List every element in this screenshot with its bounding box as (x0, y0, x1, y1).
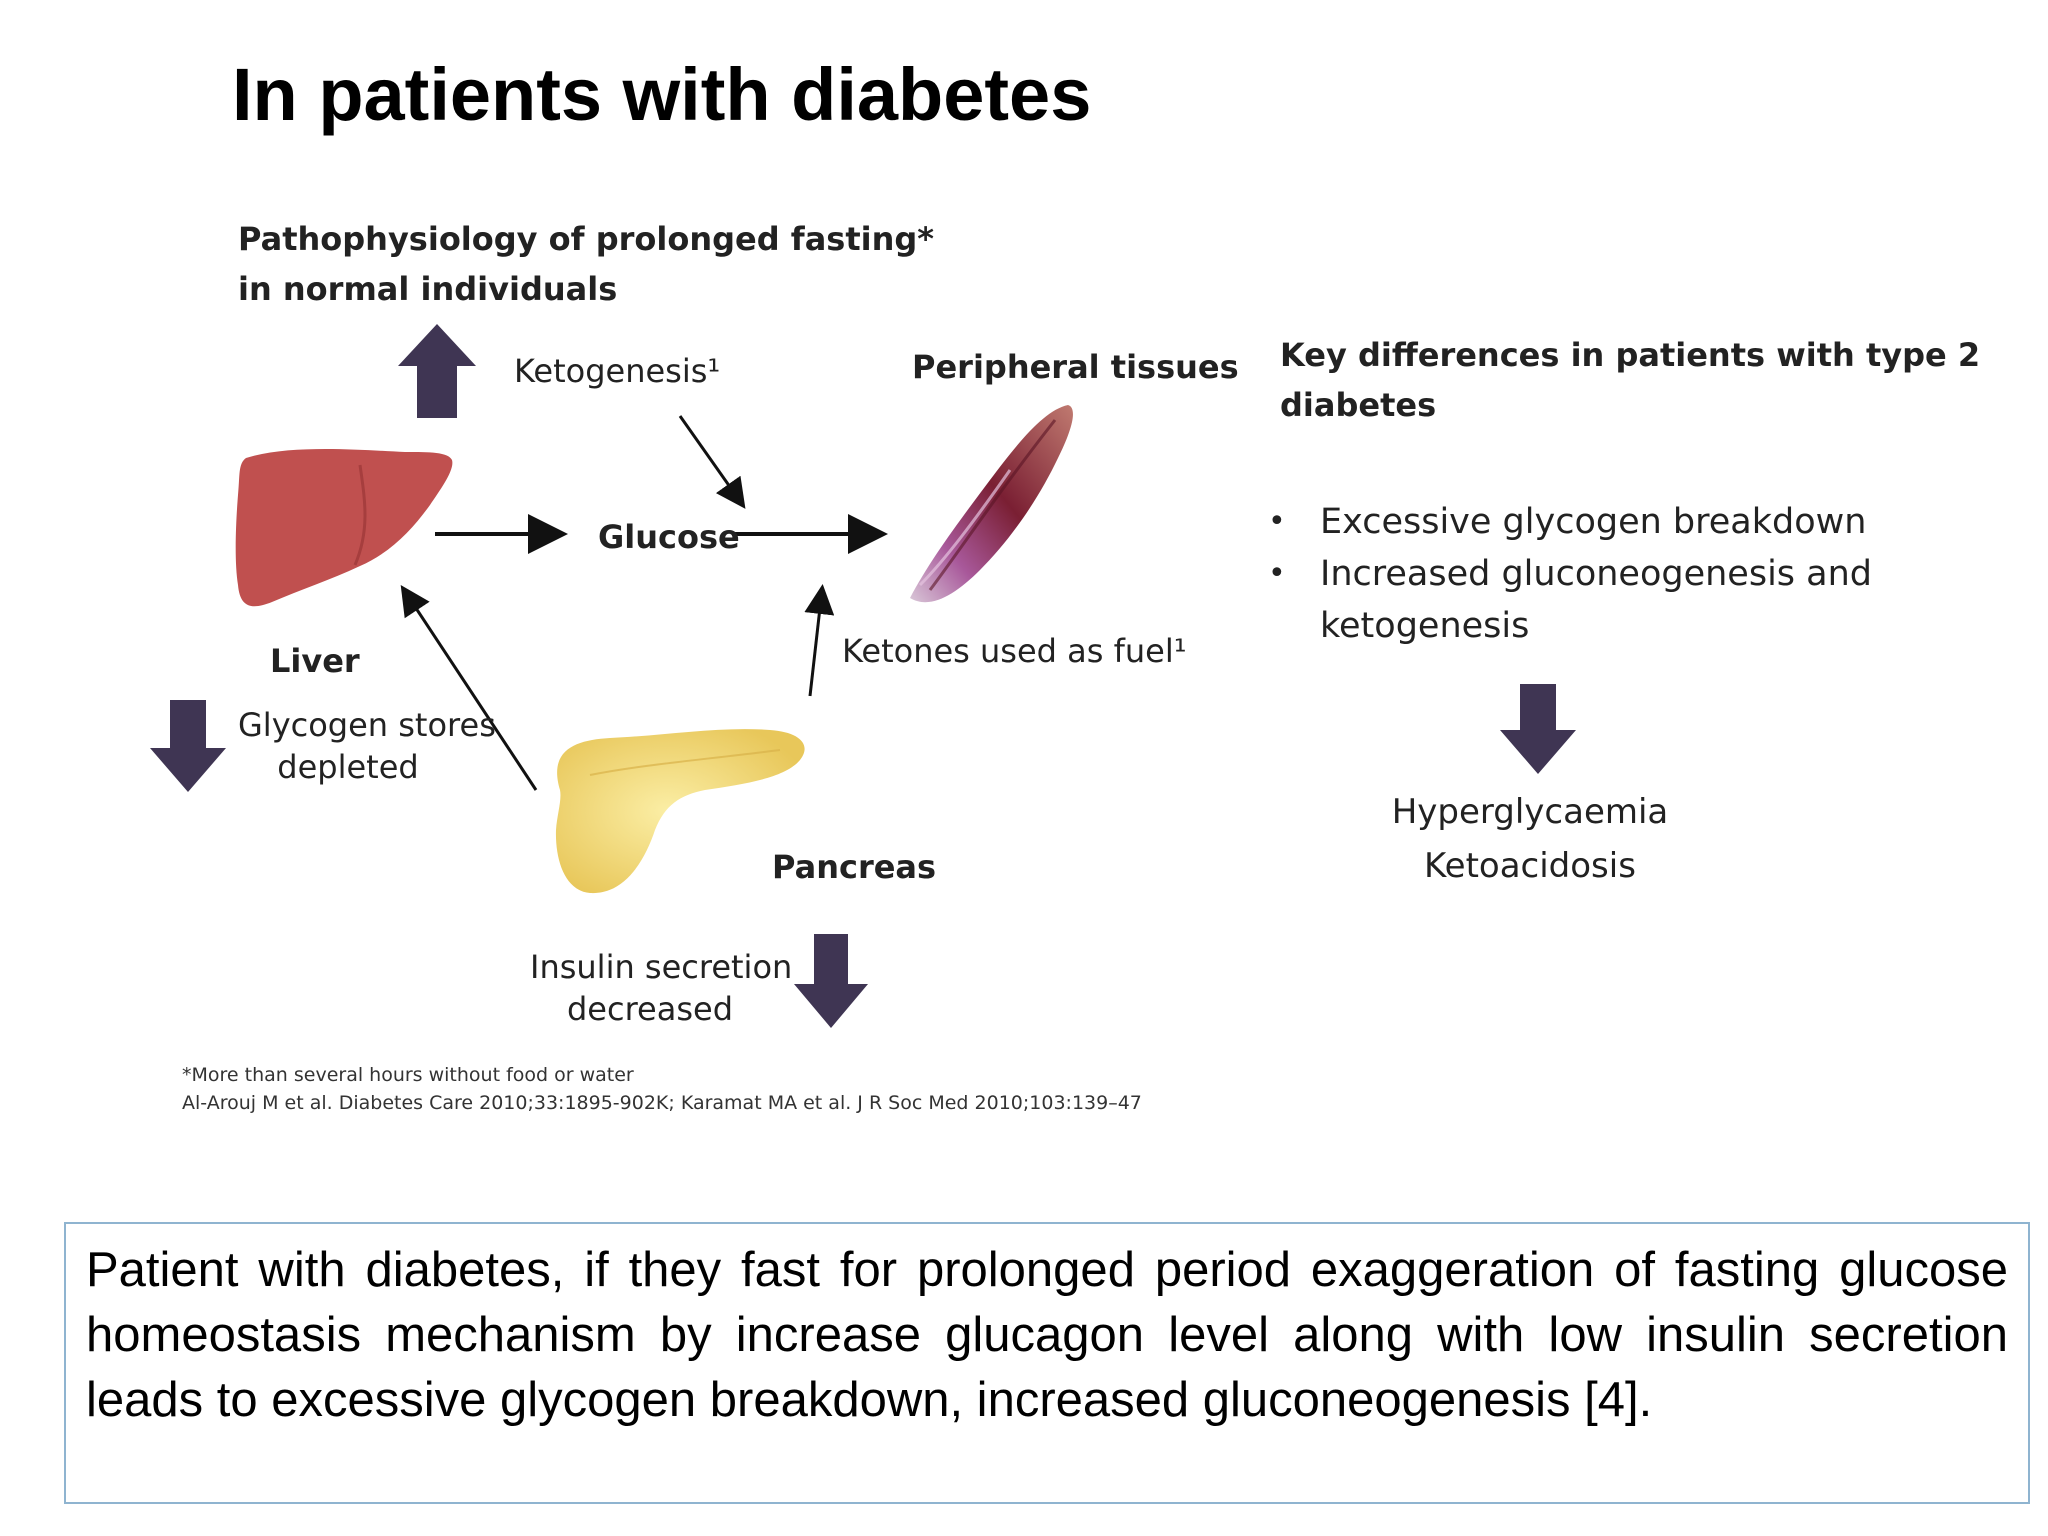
ketogenesis-label: Ketogenesis¹ (514, 352, 721, 390)
arrow-pancreas-to-liver (400, 584, 538, 791)
glycogen-label: Glycogen stores depleted (238, 706, 496, 786)
insulin-line1: Insulin secretion (530, 948, 793, 986)
list-item: Excessive glycogen breakdown (1264, 496, 1872, 548)
down-arrow-icon (150, 700, 226, 792)
summary-text: Patient with diabetes, if they fast for … (86, 1243, 2008, 1427)
insulin-label: Insulin secretion decreased (530, 948, 793, 1028)
outcome-line2: Ketoacidosis (1424, 846, 1636, 886)
arrow-pancreas-to-tissues (804, 584, 835, 697)
list-item: Increased gluconeogenesis and (1264, 548, 1872, 600)
liver-label: Liver (270, 642, 360, 680)
arrow-ketogenesis-down (678, 415, 746, 509)
peripheral-tissues-label: Peripheral tissues (912, 348, 1239, 386)
key-differences-list: Excessive glycogen breakdown Increased g… (1264, 496, 1872, 652)
citation: Al-Arouj M et al. Diabetes Care 2010;33:… (182, 1092, 1142, 1114)
glycogen-line2: depleted (277, 748, 419, 786)
down-arrow-icon (794, 934, 868, 1028)
glucose-label: Glucose (598, 518, 740, 556)
insulin-line2: decreased (566, 990, 733, 1028)
outcome-label: Hyperglycaemia Ketoacidosis (1380, 792, 1680, 886)
figure-heading-line2: in normal individuals (238, 270, 618, 308)
key-differences-heading-line2: diabetes (1280, 386, 1437, 424)
summary-text-box: Patient with diabetes, if they fast for … (64, 1222, 2030, 1504)
figure-heading-line1: Pathophysiology of prolonged fasting* (238, 220, 935, 258)
muscle-icon (910, 405, 1073, 603)
key-differences-heading-line1: Key differences in patients with type 2 (1280, 336, 1981, 374)
liver-icon (235, 449, 453, 607)
down-arrow-icon (1500, 684, 1576, 774)
glycogen-line1: Glycogen stores (238, 706, 496, 744)
up-arrow-icon (398, 324, 476, 418)
pancreas-icon (555, 729, 805, 894)
footnote: *More than several hours without food or… (182, 1064, 634, 1086)
list-item-continuation: ketogenesis (1320, 606, 1530, 646)
slide-title: In patients with diabetes (232, 53, 1092, 136)
outcome-line1: Hyperglycaemia (1391, 792, 1669, 832)
pancreas-label: Pancreas (772, 848, 937, 886)
ketones-label: Ketones used as fuel¹ (842, 632, 1187, 670)
